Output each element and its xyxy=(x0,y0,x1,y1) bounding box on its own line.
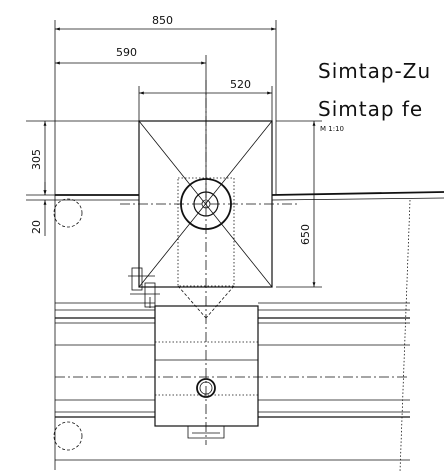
carriage-body xyxy=(154,285,259,439)
pipe-circle xyxy=(180,178,232,230)
dimension-20-label: 20 xyxy=(30,220,43,234)
dimension-305-label: 305 xyxy=(30,149,43,170)
left-opening-lower xyxy=(53,421,83,451)
dimension-650: 650 xyxy=(276,120,322,288)
drawing-scale: M 1:10 xyxy=(320,125,344,133)
side-clamp xyxy=(128,267,160,308)
dimension-520-label: 520 xyxy=(230,78,251,91)
hopper-unit xyxy=(120,80,300,445)
dimension-590-label: 590 xyxy=(116,46,137,59)
dimension-850: 850 xyxy=(54,14,277,195)
dimension-520: 520 xyxy=(138,78,273,122)
dimension-305: 305 xyxy=(26,120,139,196)
rail-beams xyxy=(55,302,410,461)
dimension-650-label: 650 xyxy=(299,224,312,245)
drawing-title-line-1: Simtap-Zu xyxy=(318,59,431,83)
dimension-20: 20 xyxy=(26,182,55,236)
roof-edge xyxy=(54,191,444,472)
dimension-850-label: 850 xyxy=(152,14,173,27)
left-opening-upper xyxy=(53,198,83,228)
drawing-title-line-2: Simtap fe xyxy=(318,97,423,121)
